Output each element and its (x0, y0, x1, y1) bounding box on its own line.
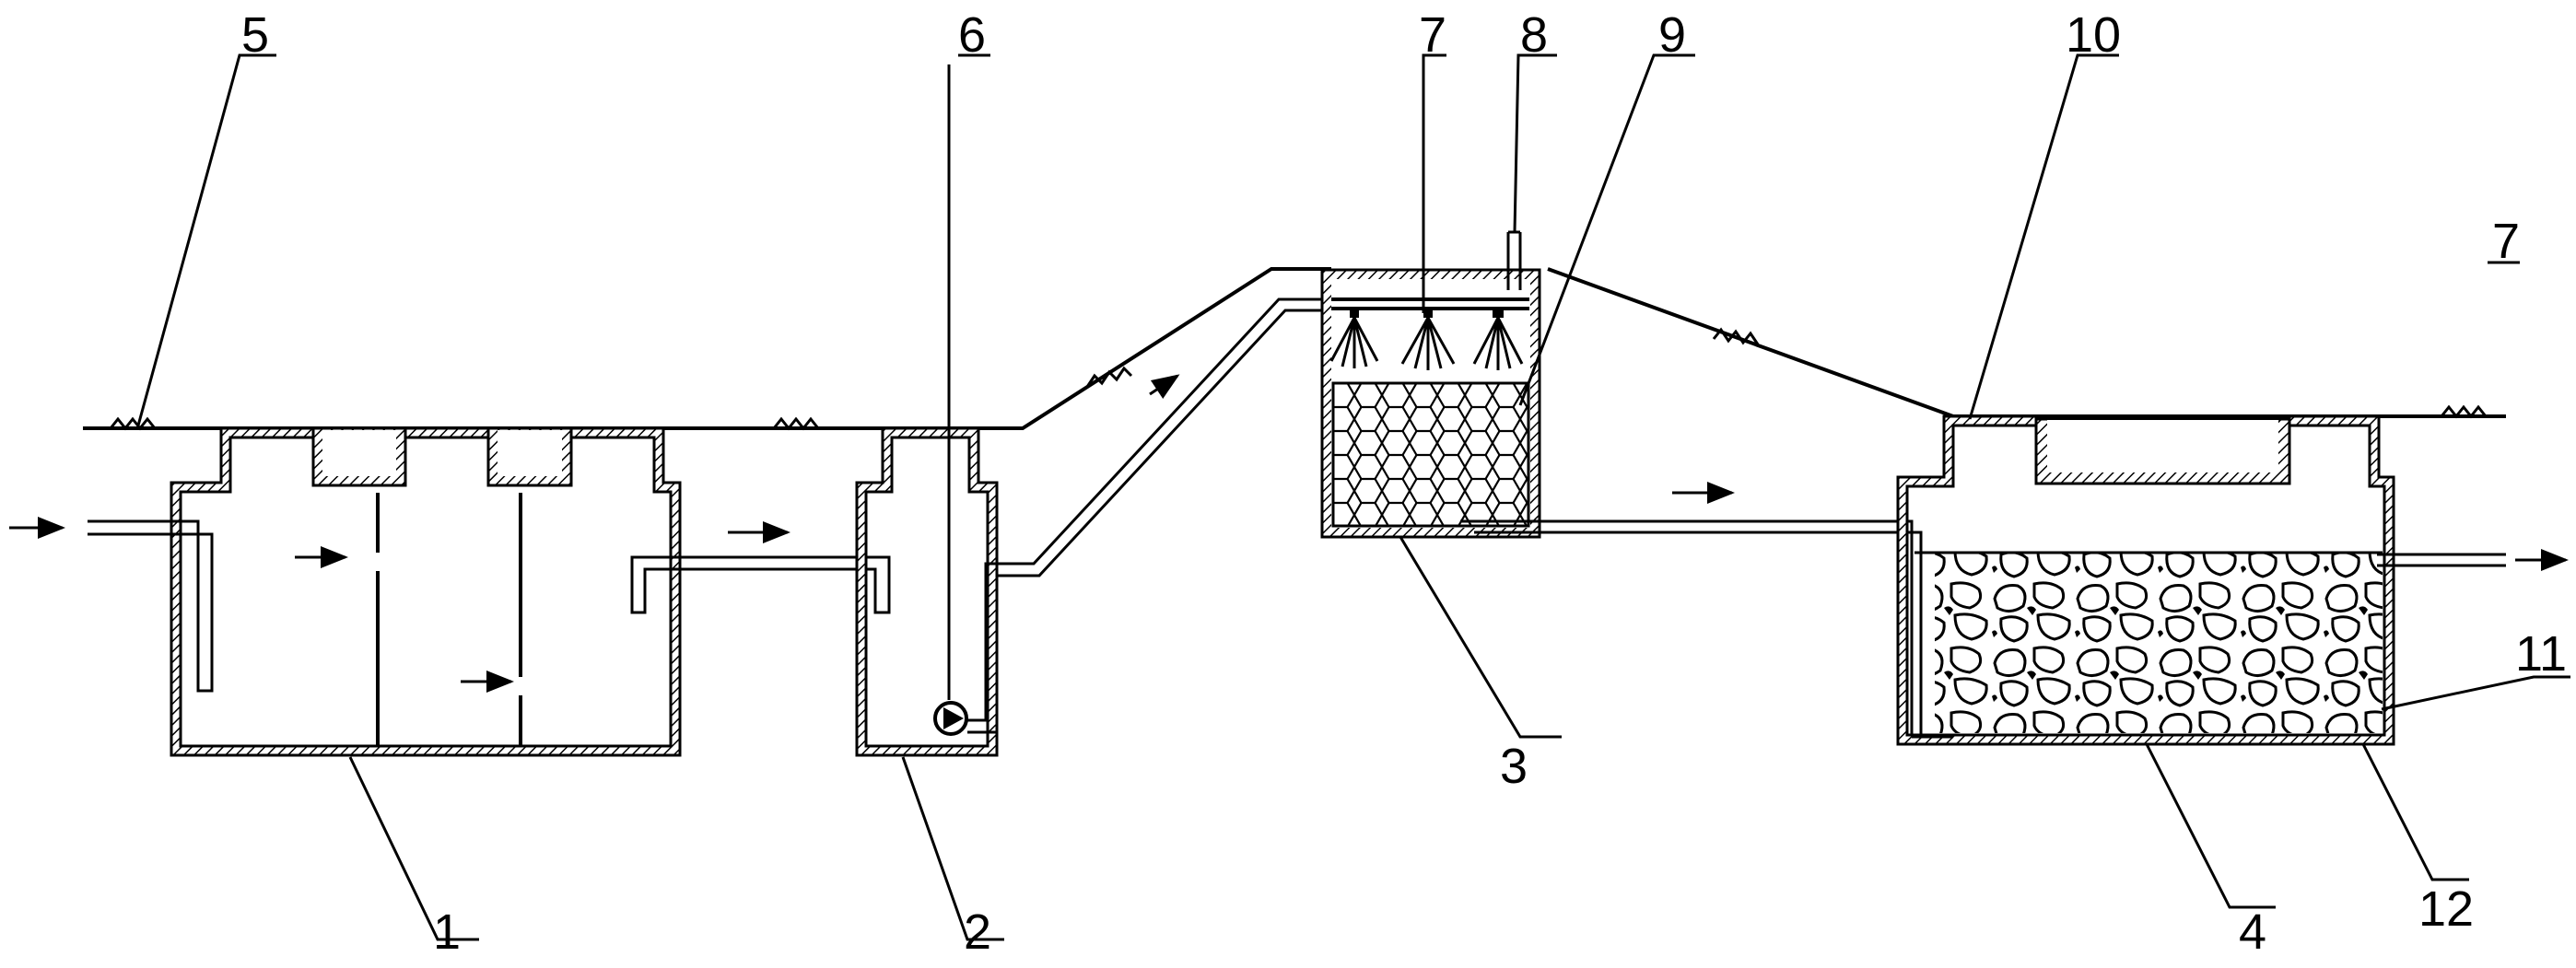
spray-nozzles (1329, 309, 1524, 370)
label-6: 6 (958, 7, 986, 63)
label-8: 8 (1520, 7, 1548, 63)
gravel-media (1935, 553, 2383, 733)
label-9: 9 (1658, 7, 1686, 63)
label-11: 11 (2515, 626, 2567, 682)
leader-lines (136, 53, 2570, 941)
trickling-filter-3 (1320, 230, 1923, 739)
label-2: 2 (964, 904, 991, 960)
wetland-tank-4 (1896, 414, 2569, 746)
label-10: 10 (2066, 7, 2121, 63)
reference-labels: 5 6 7 8 9 10 7 11 12 4 3 2 1 (241, 7, 2567, 960)
septic-tank-1 (9, 426, 891, 757)
label-5: 5 (241, 7, 269, 63)
label-1: 1 (433, 904, 461, 960)
label-3: 3 (1500, 739, 1528, 794)
ground-surface (83, 267, 2506, 431)
label-7: 7 (1419, 7, 1446, 63)
label-7-right: 7 (2492, 214, 2520, 269)
label-4: 4 (2239, 904, 2266, 960)
grass-marks (109, 327, 2488, 431)
filter-media (1331, 381, 1530, 528)
label-12: 12 (2418, 881, 2474, 937)
